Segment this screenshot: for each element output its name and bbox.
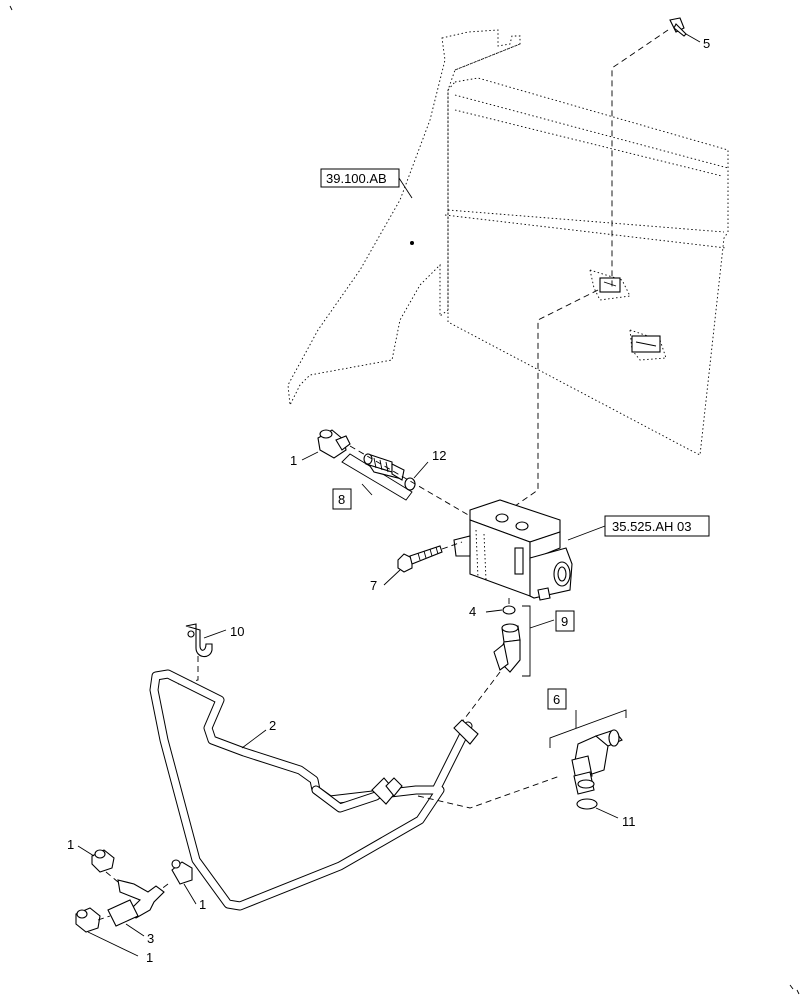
callout-6: 6 [553,692,560,707]
connector-bracket-1 [599,277,621,293]
callout-12: 12 [432,448,446,463]
fitting-lower-1b [171,859,193,885]
callout-11: 11 [622,814,636,829]
leader-dash-sensor [349,445,471,517]
leader-dash-tee [417,775,561,809]
corner-marks [9,5,800,995]
ref-leader-35 [567,525,606,541]
leader-dash-block [514,289,599,507]
leader-dash-10 [177,656,199,685]
bolt-7 [397,545,443,573]
o-ring-12 [404,477,416,491]
ref-box-35[interactable] [604,515,710,537]
callout-box-8[interactable] [332,488,352,510]
callout-4: 4 [469,604,476,619]
o-ring-11 [576,798,598,810]
leader-dash-1b [159,883,169,891]
leader-dash-5 [611,29,669,290]
connector-bracket-2 [631,335,661,353]
tee-fitting-6 [571,729,623,795]
callout-3: 3 [147,931,154,946]
tube-clamp-10 [185,623,213,658]
callout-box-9[interactable] [555,610,575,632]
callout-1-top: 1 [290,453,297,468]
leader-dash-1a [105,871,119,883]
callout-8: 8 [338,492,345,507]
o-ring-4 [502,605,516,615]
valve-block [453,499,573,601]
elbow-fitting-9 [493,623,521,673]
bracket-6 [549,709,627,748]
clip-part [669,17,687,37]
elbow-fitting-top [317,429,351,459]
callout-7: 7 [370,578,377,593]
ref-label-39[interactable]: 39.100.AB [326,171,387,186]
fitting-lower-1c [75,907,101,933]
callout-box-6[interactable] [547,688,567,710]
leader-dash-9 [461,671,501,723]
hydraulic-tube-2 [149,669,479,911]
fitting-lower-1a [91,849,115,873]
ref-label-35[interactable]: 35.525.AH 03 [612,519,692,534]
ref-leader-39 [398,177,413,199]
callout-9: 9 [561,614,568,629]
tee-3 [107,879,165,927]
callout-2: 2 [269,718,276,733]
cab-plate [444,77,729,456]
leader-dash-bolt [441,541,463,550]
callout-5: 5 [703,36,710,51]
callout-1-left: 1 [67,837,74,852]
leader-dash-1c [97,915,111,921]
side-panel [287,29,521,407]
callout-1-bottom: 1 [146,950,153,965]
callout-1-right: 1 [199,897,206,912]
callout-10: 10 [230,624,244,639]
